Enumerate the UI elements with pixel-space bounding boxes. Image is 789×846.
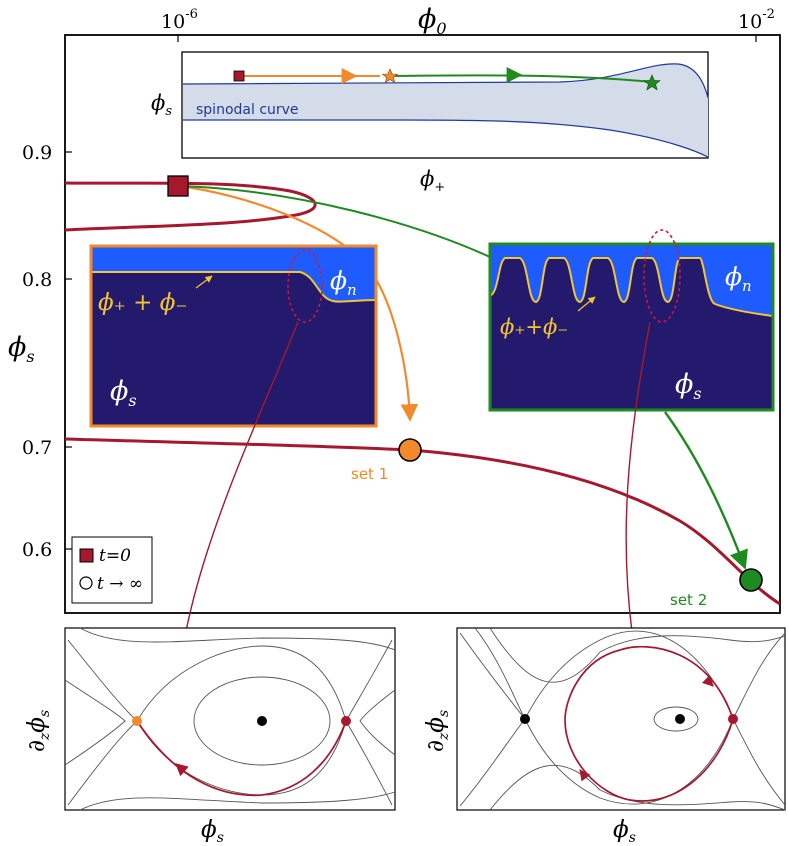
left-heteroclinic-path bbox=[136, 720, 347, 797]
right-snapshot: ϕ₊+ϕ₋ ϕn ϕs bbox=[488, 229, 775, 412]
phase-portrait-right-xlabel: ϕs bbox=[613, 817, 636, 846]
phase-portrait-left-frame bbox=[64, 627, 396, 811]
legend-square-marker bbox=[79, 548, 94, 563]
legend: t=0 t → ∞ bbox=[71, 536, 153, 604]
left-interface-label: ϕ₊ + ϕ₋ bbox=[98, 290, 188, 316]
legend-box bbox=[71, 536, 153, 604]
legend-end-label: t → ∞ bbox=[97, 574, 143, 594]
set2-label: set 2 bbox=[670, 591, 707, 609]
upper-equilibrium-curve bbox=[65, 181, 317, 232]
left-tick-label: 0.9 bbox=[22, 142, 52, 164]
left-orange-fixed-point bbox=[132, 716, 142, 726]
legend-circle-marker bbox=[79, 576, 93, 590]
inset-green-star bbox=[643, 74, 661, 91]
phase-portrait-right: ϕs ∂zϕs bbox=[423, 627, 786, 846]
right-loop-arrow-top bbox=[701, 674, 714, 687]
main-plot: 10-6 10-2 ϕ0 0.9 0.8 0.7 0.6 ϕs set 1 se… bbox=[8, 4, 781, 614]
left-tick-label: 0.6 bbox=[22, 539, 52, 561]
left-snapshot-interface bbox=[91, 271, 377, 303]
phase-portrait-right-ylabel: ∂zϕs bbox=[423, 710, 452, 752]
right-snapshot-frame bbox=[488, 242, 775, 412]
right-zoom-ellipse bbox=[643, 229, 681, 323]
left-tick-label: 0.8 bbox=[22, 269, 52, 291]
inset-orange-star bbox=[381, 68, 399, 84]
right-loop-arrow-bottom bbox=[579, 769, 591, 782]
left-phi-n-label: ϕn bbox=[330, 266, 357, 299]
spinodal-region bbox=[183, 63, 708, 157]
right-phi-n-label: ϕn bbox=[725, 262, 752, 295]
left-snapshot: ϕ₊ + ϕ₋ ϕn ϕs bbox=[89, 244, 378, 428]
left-interface-pointer bbox=[195, 275, 213, 289]
inset-ylabel: ϕs bbox=[151, 91, 172, 119]
lower-equilibrium-curve bbox=[65, 437, 780, 606]
spinodal-lower-line bbox=[183, 119, 709, 158]
set1-end-marker bbox=[398, 438, 422, 462]
spinodal-curve-label: spinodal curve bbox=[196, 102, 299, 118]
set2-end-marker bbox=[739, 568, 763, 592]
set1-label: set 1 bbox=[351, 465, 388, 483]
main-plot-frame bbox=[64, 34, 781, 614]
top-tick-label: 10-2 bbox=[738, 7, 775, 33]
right-snapshot-interface bbox=[489, 257, 774, 317]
left-center-fixed-point bbox=[257, 716, 267, 726]
left-phi-s-label: ϕs bbox=[110, 376, 137, 410]
left-axis-label: ϕs bbox=[8, 332, 35, 366]
spinodal-upper-line bbox=[182, 63, 709, 99]
green-trajectory bbox=[179, 185, 491, 258]
left-zoom-ellipse bbox=[287, 249, 323, 323]
phase-portrait-left-xlabel: ϕs bbox=[201, 817, 224, 846]
inset-xlabel: ϕ+ bbox=[420, 167, 445, 195]
left-snapshot-frame bbox=[89, 244, 378, 428]
top-axis-label: ϕ0 bbox=[418, 4, 447, 38]
green-trajectory-tail bbox=[664, 411, 748, 570]
left-snapshot-normal-phase bbox=[91, 246, 376, 302]
spinodal-inset: spinodal curve ϕs ϕ+ bbox=[151, 51, 709, 195]
legend-start-label: t=0 bbox=[99, 546, 131, 566]
right-center-fixed-point bbox=[675, 714, 685, 724]
left-red-fixed-point bbox=[341, 716, 351, 726]
left-tick-label: 0.7 bbox=[22, 437, 52, 459]
top-tick-label: 10-6 bbox=[161, 7, 198, 33]
right-left-fixed-point bbox=[520, 714, 530, 724]
right-zoom-connector bbox=[625, 321, 651, 666]
phase-portrait-left: ϕs ∂zϕs bbox=[24, 627, 396, 846]
inset-start-marker bbox=[233, 70, 245, 82]
right-phi-s-label: ϕs bbox=[675, 369, 702, 403]
phase-portrait-left-orbits bbox=[64, 627, 396, 811]
right-interface-pointer bbox=[577, 296, 596, 312]
right-homoclinic-loop bbox=[564, 645, 734, 802]
start-marker bbox=[167, 175, 189, 197]
phase-portrait-left-ylabel: ∂zϕs bbox=[24, 710, 53, 752]
right-red-fixed-point bbox=[728, 714, 738, 724]
right-interface-label: ϕ₊+ϕ₋ bbox=[500, 315, 568, 339]
left-heteroclinic-arrow bbox=[175, 763, 189, 777]
